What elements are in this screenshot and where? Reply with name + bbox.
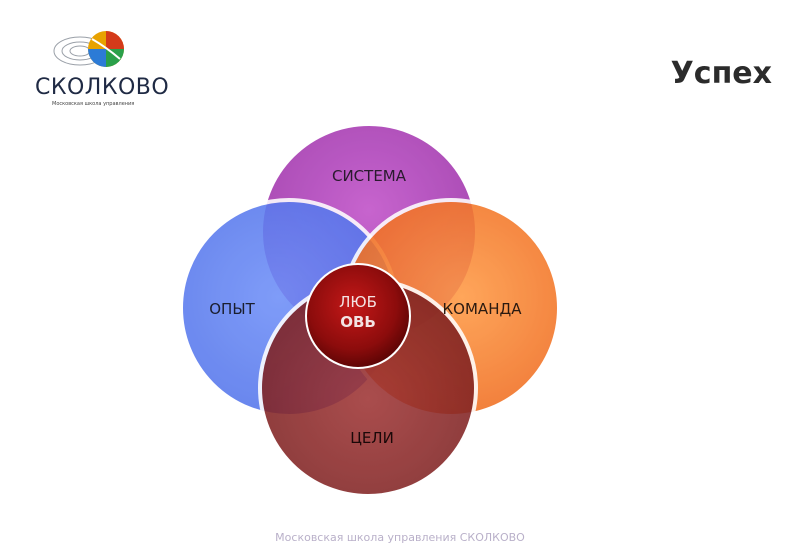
- label-komanda: КОМАНДА: [443, 300, 523, 318]
- globe-icon: [53, 31, 124, 67]
- label-tseli: ЦЕЛИ: [350, 429, 394, 447]
- label-center-line1: ЛЮБ: [339, 293, 377, 311]
- label-sistema: СИСТЕМА: [332, 167, 407, 185]
- brand-subtitle: Московская школа управления: [52, 101, 135, 107]
- skolkovo-logo: СКОЛКОВО Московская школа управления: [30, 25, 169, 110]
- label-opyt: ОПЫТ: [209, 300, 255, 318]
- footer-text: Московская школа управления СКОЛКОВО: [275, 531, 525, 544]
- slide-title: Успех: [670, 56, 772, 91]
- brand-name: СКОЛКОВО: [35, 75, 170, 100]
- circle-center-core: [305, 263, 411, 369]
- label-center-line2: ОВЬ: [340, 313, 376, 331]
